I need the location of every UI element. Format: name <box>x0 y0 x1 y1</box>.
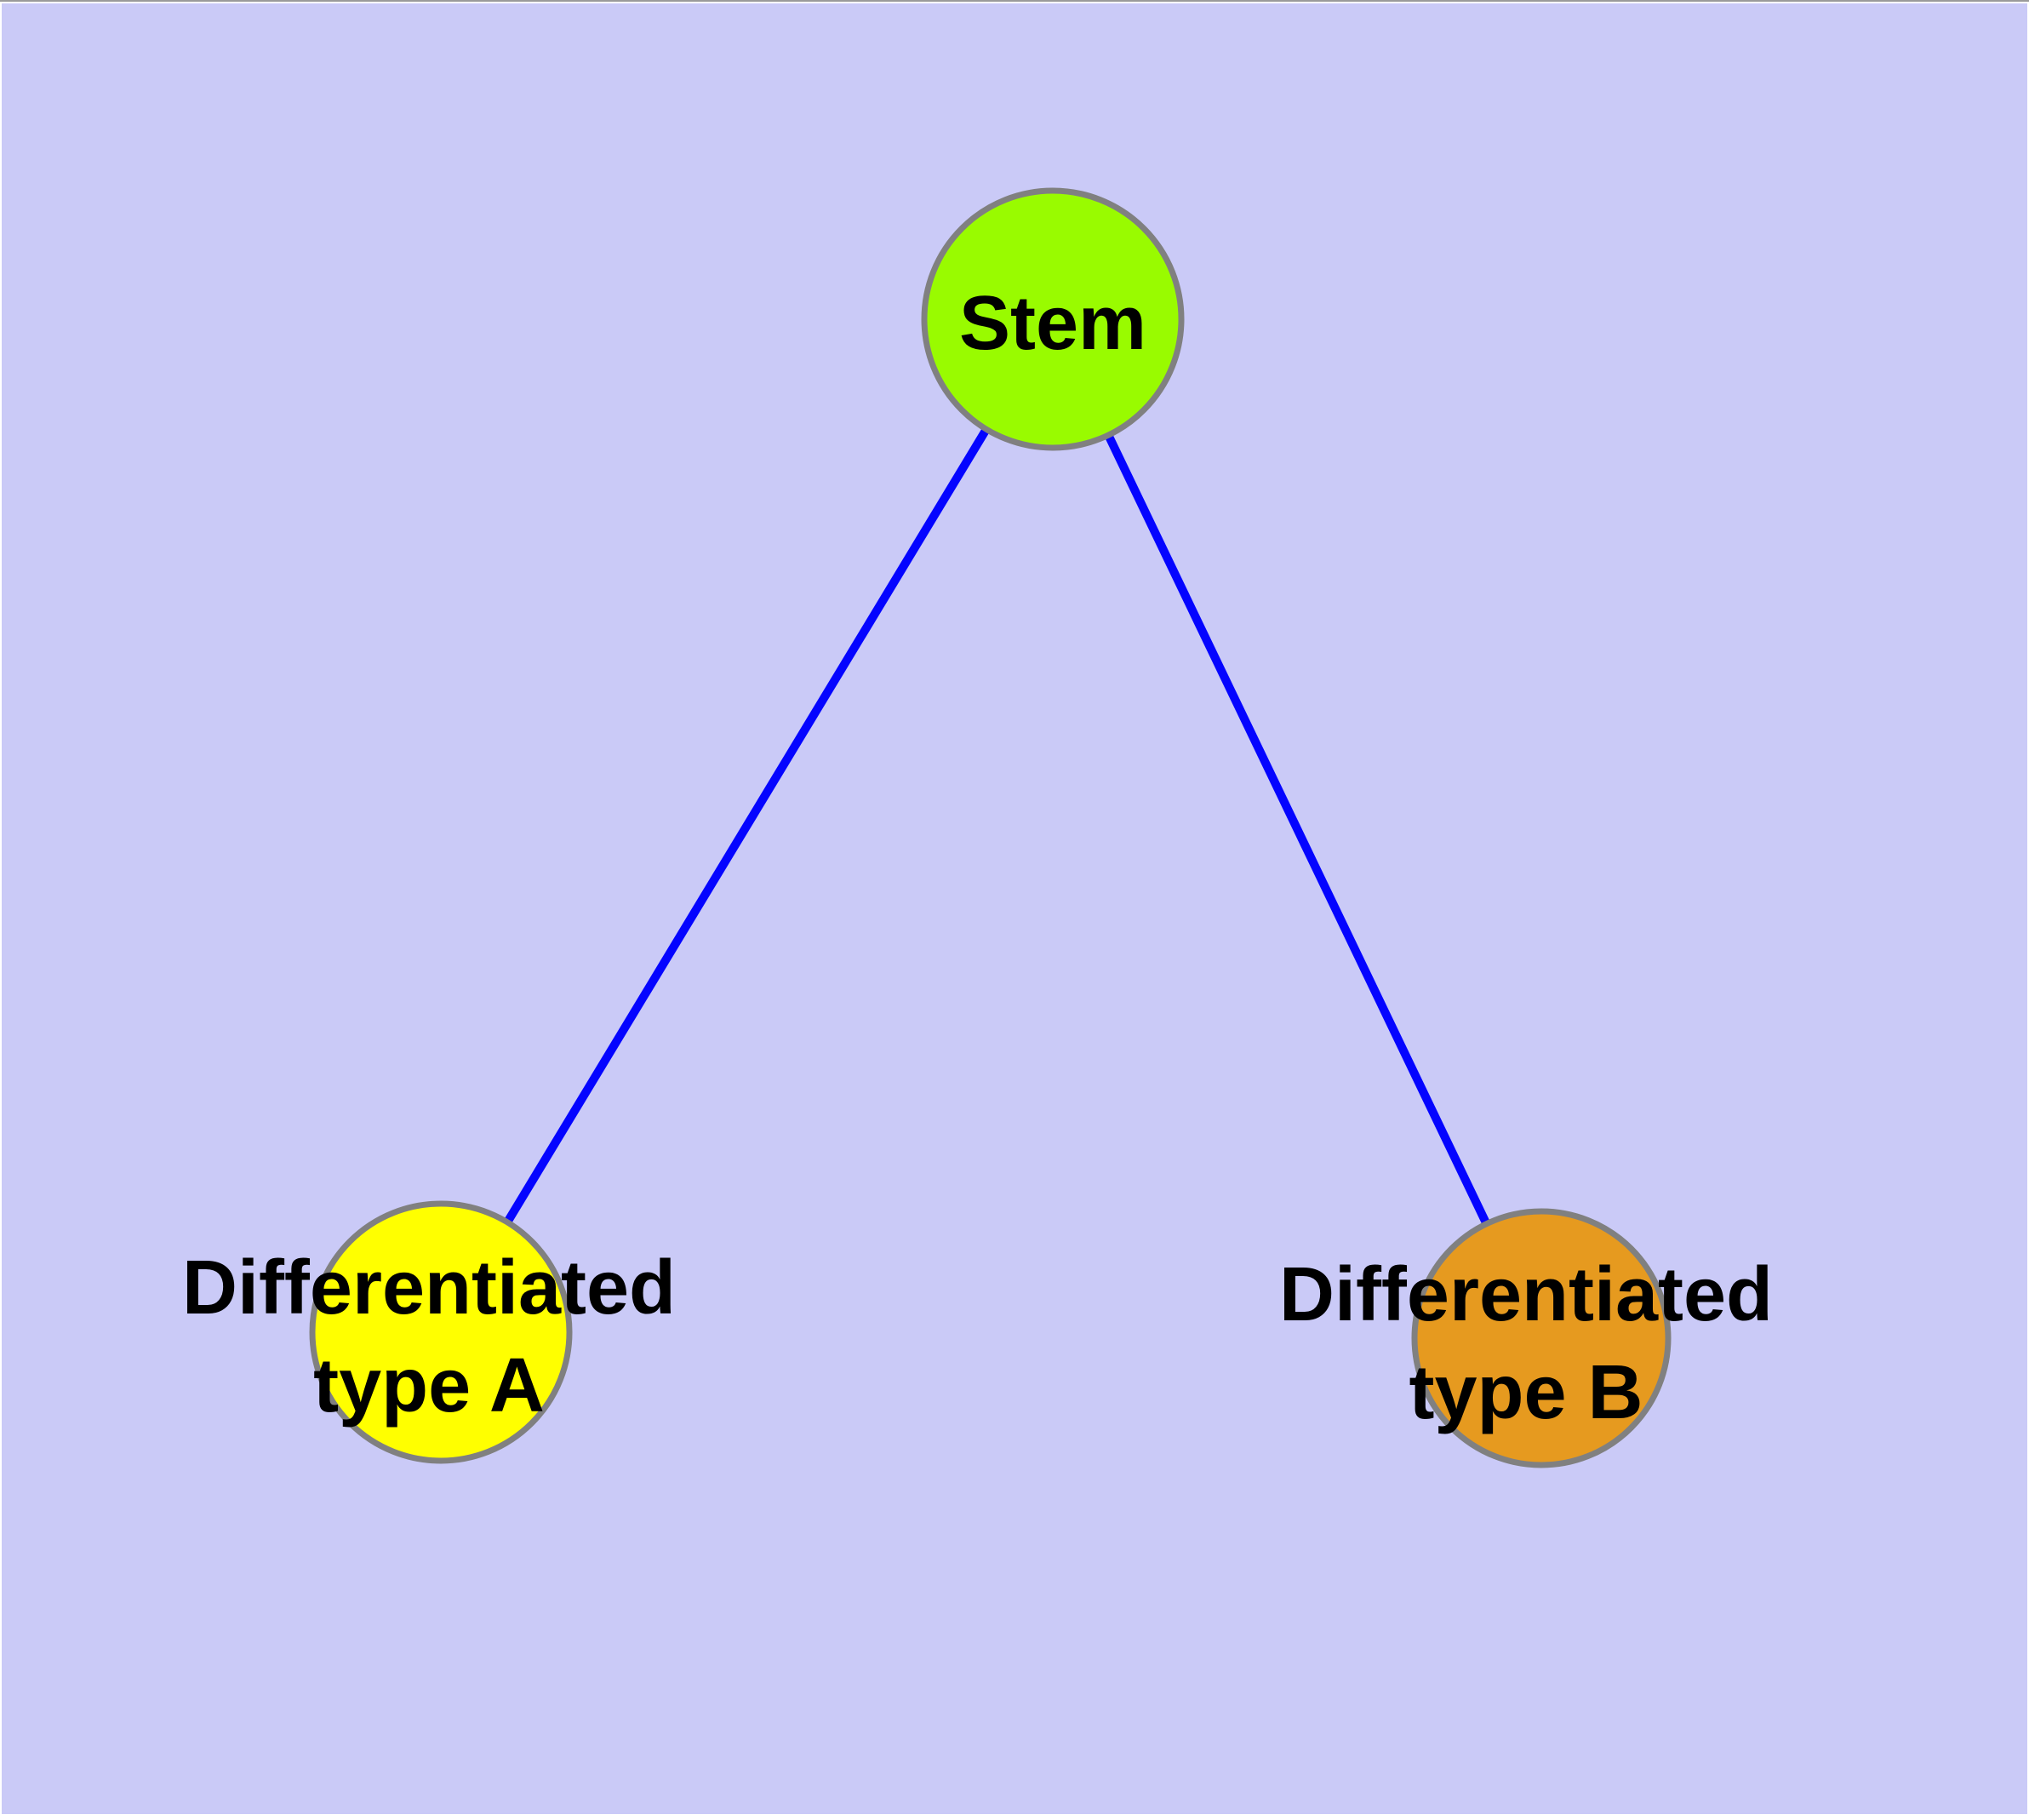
node-differentiated-type-a <box>309 1200 573 1464</box>
node-label-stem: Stem <box>959 281 1146 366</box>
edge-stem-to-typeA <box>437 317 1057 1335</box>
node-differentiated-type-b <box>1411 1208 1672 1468</box>
node-label-typeA-line1: Differentiated <box>182 1245 676 1331</box>
edge-stem-to-typeB <box>1049 317 1546 1341</box>
node-label-typeB-line1: Differentiated <box>1279 1252 1773 1337</box>
node-label-typeA-line2: type A <box>313 1343 545 1428</box>
node-label-typeB-line2: type B <box>1409 1350 1643 1435</box>
node-stem <box>921 187 1185 451</box>
window-top-border <box>0 0 2029 2</box>
